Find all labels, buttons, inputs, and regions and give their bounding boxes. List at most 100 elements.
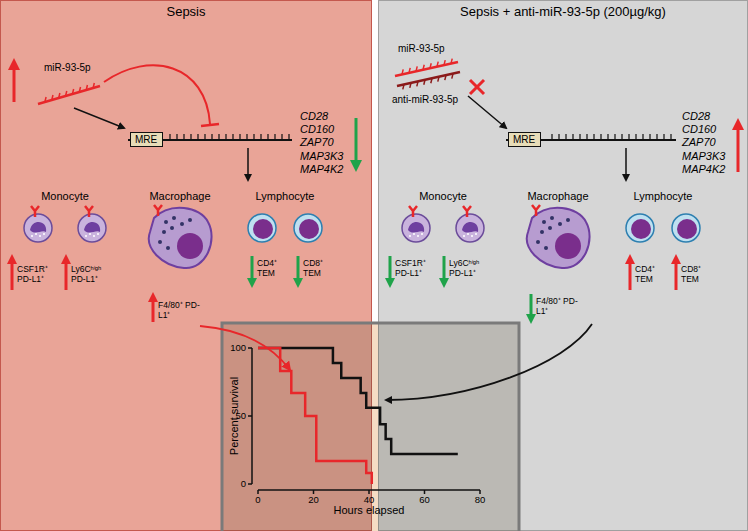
mirna-strand (38, 86, 100, 104)
mrna-line (218, 134, 219, 140)
cell-icons (550, 216, 554, 220)
binding-arrows (625, 148, 627, 180)
cell-type: Macrophage (527, 190, 588, 203)
cell-icons (31, 235, 33, 237)
survival-axes (479, 490, 481, 494)
mre-label: MRE (513, 134, 536, 145)
mrna-line (183, 134, 184, 140)
cell-icons (31, 206, 39, 217)
cell-type: Lymphocyte (634, 190, 693, 203)
cell-type: Monocyte (41, 190, 89, 203)
up-down-arrows (629, 262, 632, 290)
block-cross (470, 80, 484, 94)
mirna-strand (430, 63, 431, 68)
binding-arrows (468, 96, 506, 128)
cell-icons (456, 214, 484, 242)
marker-label: CD8⁺ TEM (681, 264, 717, 284)
up-down-arrows (530, 294, 533, 316)
mirna-strand (66, 91, 67, 96)
mrna-line (260, 134, 261, 140)
mre-box: MRE (508, 132, 541, 147)
cell-type: Lymphocyte (256, 190, 315, 203)
cell-icons (417, 235, 419, 237)
cell-icons (672, 214, 700, 242)
pointer-arrows (200, 324, 592, 400)
cell-icons (402, 214, 430, 242)
mrna-line (635, 134, 636, 140)
tick-label: 80 (475, 495, 486, 506)
mirna-strand (59, 93, 60, 98)
cell-icons (93, 235, 95, 237)
mrna-line (663, 134, 664, 140)
tick-label: 50 (235, 411, 248, 422)
mrna-line (204, 134, 205, 140)
mrna-line (628, 134, 629, 140)
mrna-line (197, 134, 198, 140)
cell-icons (409, 235, 411, 237)
up-down-arrows (526, 314, 536, 324)
cell-icons (84, 222, 100, 233)
survival-curves (258, 348, 458, 454)
cell-icons (548, 226, 552, 230)
mrna-line (176, 134, 177, 140)
cell-icons (631, 219, 651, 239)
inhibition-line (104, 65, 210, 124)
up-down-arrows (385, 278, 395, 288)
mirna-strand (431, 78, 432, 83)
mrna-line (600, 134, 601, 140)
mrna-line (253, 134, 254, 140)
panel-title: Sepsis (166, 5, 205, 20)
up-down-arrows (251, 256, 254, 280)
mrna-line (225, 134, 226, 140)
cell-type: Monocyte (419, 190, 467, 203)
survival-axes (313, 490, 315, 494)
up-down-arrows (350, 160, 362, 172)
mirna-label: miR-93-5p (398, 43, 445, 55)
mirna-strand (452, 74, 453, 79)
cell-icons (532, 205, 540, 216)
survival-axes (368, 490, 370, 494)
cell-icons (78, 214, 106, 242)
mirna-label: anti-miR-93-5p (392, 94, 458, 106)
cell-icons (544, 246, 548, 250)
survival-axes (258, 490, 480, 494)
cell-icons (558, 222, 562, 226)
cell-icons (527, 208, 590, 268)
binding-arrows (74, 96, 626, 180)
cell-icons (97, 233, 99, 235)
marker-label: CD4⁺ TEM (635, 264, 671, 284)
survival-axes (248, 483, 252, 485)
cell-icons (542, 220, 546, 224)
mrna-line (551, 134, 552, 140)
mrna-line (232, 134, 233, 140)
marker-label: F4/80⁺ PD-L1⁺ (158, 300, 204, 320)
up-down-arrows (293, 278, 303, 288)
mirna-strand (423, 65, 424, 70)
survival-axes (424, 490, 426, 494)
marker-label: CD4⁺ TEM (257, 258, 293, 278)
mirna-strand (444, 60, 445, 65)
tick-label: 100 (230, 343, 248, 354)
gene-list: CD28 CD160 ZAP70 MAP3K3 MAP4K2 (682, 110, 725, 176)
survival-curves (258, 348, 372, 484)
pointer-arrows (200, 326, 290, 370)
cell-icons (188, 218, 192, 222)
mirna-strand (86, 85, 87, 90)
cell-icons (248, 214, 276, 242)
mre-box: MRE (130, 132, 163, 147)
block-cross (470, 80, 484, 94)
mrna-line (586, 134, 587, 140)
mrna-line (572, 134, 573, 140)
mirna-strand (424, 80, 425, 85)
cell-icons (626, 214, 654, 242)
cell-icons (408, 222, 424, 233)
cell-icons (475, 233, 477, 235)
marker-label: CSF1R⁺ PD-L1⁺ (395, 258, 439, 278)
up-down-arrows (65, 262, 68, 290)
mrna-line (211, 134, 212, 140)
mrna-line (246, 134, 247, 140)
mrna-line (128, 134, 676, 140)
cell-icons (149, 208, 212, 268)
cell-icons (540, 230, 544, 234)
cell-icons (172, 216, 176, 220)
